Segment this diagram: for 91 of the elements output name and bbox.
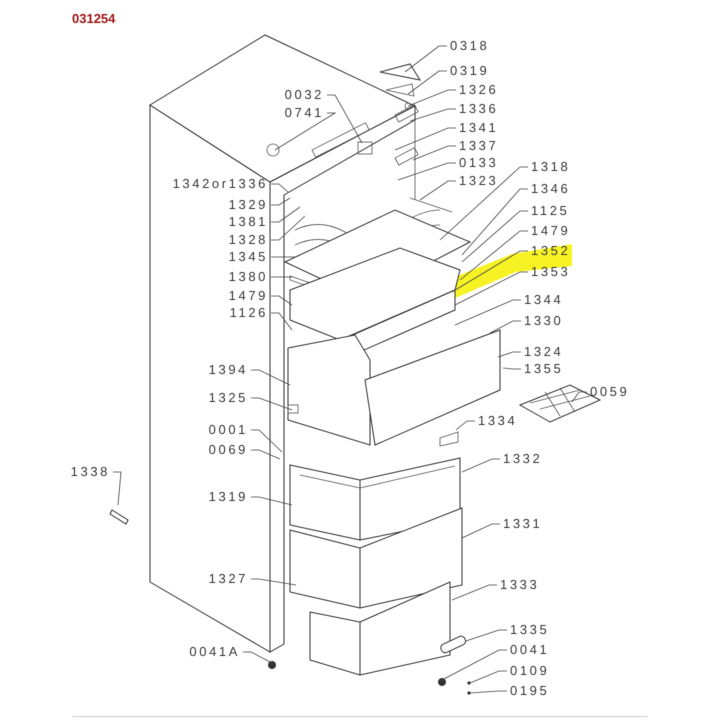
callout-number: 1479 xyxy=(228,288,268,304)
leader-line xyxy=(412,146,456,160)
leader-line xyxy=(270,256,296,258)
callout-number: 0059 xyxy=(590,384,630,400)
callout-number: 0319 xyxy=(450,63,490,79)
leader-line xyxy=(460,230,528,280)
callout-number: 1125 xyxy=(531,203,570,219)
callout-number: 1335 xyxy=(510,622,550,638)
leader-line xyxy=(452,584,498,600)
callout-number: 0032 xyxy=(284,87,324,103)
callout-number: 0001 xyxy=(208,422,248,438)
leader-line xyxy=(454,300,522,326)
leader-line xyxy=(270,206,300,222)
leader-line xyxy=(250,430,282,452)
callout-number: 1336 xyxy=(459,101,498,117)
callout-number: 1479 xyxy=(531,223,570,239)
leader-line xyxy=(454,272,528,306)
leader-line xyxy=(242,652,272,664)
leader-line xyxy=(250,578,296,586)
callout-number: 0041 xyxy=(510,642,550,658)
leader-line xyxy=(250,398,292,410)
callout-number: 0195 xyxy=(510,683,550,699)
leader-line xyxy=(466,630,508,642)
leader-line xyxy=(440,166,528,240)
callout-number: 0109 xyxy=(510,663,550,679)
callout-number: 1341 xyxy=(459,120,498,136)
callout-number: 1329 xyxy=(228,197,268,213)
leader-line xyxy=(404,46,448,72)
leader-line xyxy=(270,184,288,192)
callout-number: 0741 xyxy=(284,105,324,121)
callout-number: 1345 xyxy=(228,249,268,265)
leader-line xyxy=(470,690,508,694)
leader-line xyxy=(410,108,456,122)
leader-line xyxy=(420,180,456,200)
callout-number: 1334 xyxy=(478,413,518,429)
leader-line xyxy=(408,70,448,94)
callout-number: 1126 xyxy=(230,305,268,321)
leader-line xyxy=(270,198,290,206)
callout-number: 1355 xyxy=(524,361,564,377)
leader-line xyxy=(250,496,292,506)
leader-line xyxy=(470,670,508,684)
leader-line xyxy=(112,472,122,506)
callout-number: 1319 xyxy=(208,489,248,505)
leader-line xyxy=(326,94,362,144)
leader-line xyxy=(498,352,522,358)
leader-line xyxy=(462,458,500,472)
leader-line xyxy=(408,90,456,106)
callout-number: 1330 xyxy=(524,313,564,329)
callout-number: 1323 xyxy=(459,173,498,189)
leader-line xyxy=(442,650,508,680)
callout-number: 1337 xyxy=(459,138,498,154)
leader-line xyxy=(250,370,290,386)
leader-line xyxy=(274,112,336,150)
leader-line xyxy=(572,392,588,402)
callout-number: 1344 xyxy=(524,292,564,308)
callout-number: 1346 xyxy=(531,181,570,197)
leader-line xyxy=(270,276,292,278)
callout-number: 1326 xyxy=(459,82,498,98)
leader-line xyxy=(270,312,292,330)
leader-line xyxy=(462,210,528,262)
callout-number: 1333 xyxy=(500,577,540,593)
callout-number: 1394 xyxy=(208,362,248,378)
callout-number: 1342or1336 xyxy=(172,176,268,192)
leader-line xyxy=(462,188,528,256)
callout-number: 1380 xyxy=(228,269,268,285)
leader-line xyxy=(270,296,292,306)
callout-number: 1353 xyxy=(531,264,570,280)
callout-number: 0318 xyxy=(450,38,490,54)
callout-number: 1325 xyxy=(208,390,248,406)
callout-number: 0041A xyxy=(189,644,240,660)
leader-line xyxy=(490,320,522,334)
callout-number: 1327 xyxy=(208,571,248,587)
leader-line xyxy=(456,420,476,430)
callout-number: 1324 xyxy=(524,344,564,360)
callout-number: 1328 xyxy=(228,232,268,248)
callout-number: 0069 xyxy=(208,442,248,458)
callout-number: 1318 xyxy=(531,159,570,175)
callout-number: 1352 xyxy=(531,243,570,259)
callout-number: 1338 xyxy=(70,464,110,480)
callout-number: 1331 xyxy=(503,516,542,532)
leader-line xyxy=(398,162,456,180)
leader-line xyxy=(250,450,280,460)
leader-line xyxy=(502,368,522,370)
callout-number: 1381 xyxy=(228,214,268,230)
leader-line xyxy=(462,524,500,538)
leader-line xyxy=(270,216,306,240)
callout-number: 1332 xyxy=(503,451,542,467)
leader-line xyxy=(452,250,528,292)
leader-line xyxy=(394,128,456,150)
callout-number: 0133 xyxy=(459,155,498,171)
diagram-title: 031254 xyxy=(72,11,116,26)
